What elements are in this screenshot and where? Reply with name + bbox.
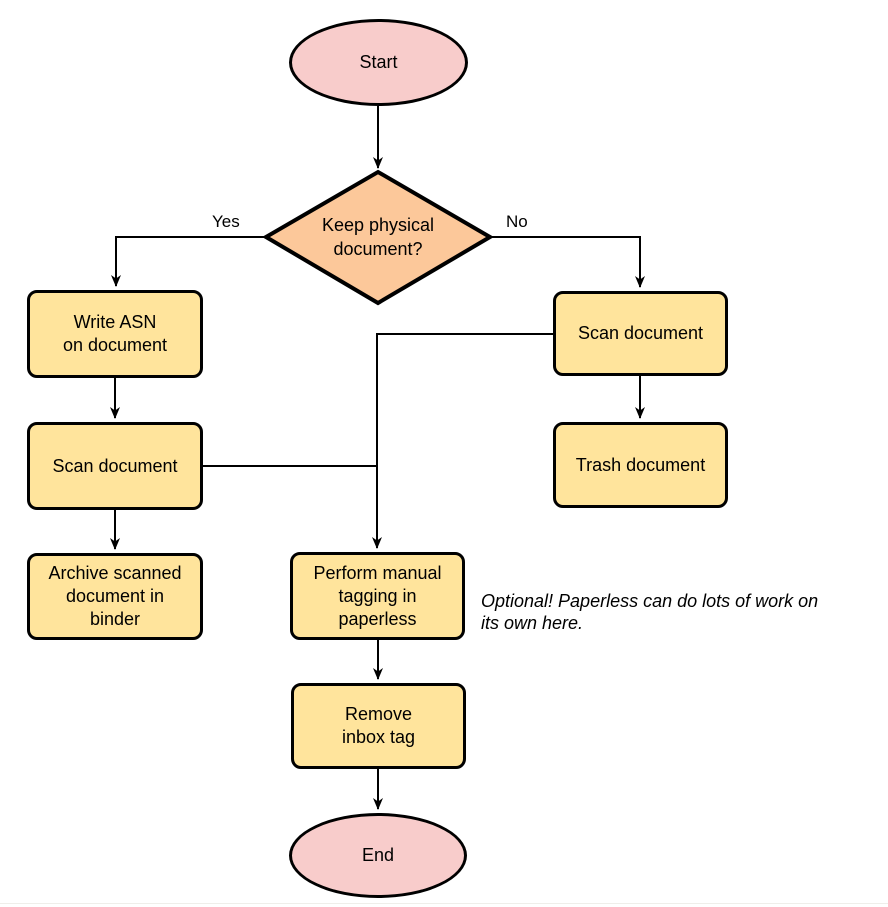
edge-label-yes: Yes [212, 212, 240, 231]
decision-diamond-shape [262, 169, 494, 306]
node-write-asn: Write ASN on document [27, 290, 203, 378]
edge-scan-right-to-tagging [372, 333, 553, 549]
annotation-optional-note: Optional! Paperless can do lots of work … [481, 591, 819, 633]
node-end: End [289, 813, 467, 898]
edge-label-no: No [506, 212, 528, 231]
node-decision-label: Keep physical document? [321, 215, 435, 259]
bottom-rule [0, 903, 888, 904]
edge-decision-no-to-scan-right [490, 236, 645, 288]
node-trash-document: Trash document [553, 422, 728, 508]
node-start: Start [289, 19, 468, 106]
node-remove-inbox-tag: Remove inbox tag [291, 683, 466, 769]
node-manual-tagging: Perform manual tagging in paperless [290, 552, 465, 640]
node-scan-document-right: Scan document [553, 291, 728, 376]
edge-decision-yes-to-write-asn [111, 236, 266, 287]
node-archive: Archive scanned document in binder [27, 553, 203, 640]
node-scan-document-left: Scan document [27, 422, 203, 510]
